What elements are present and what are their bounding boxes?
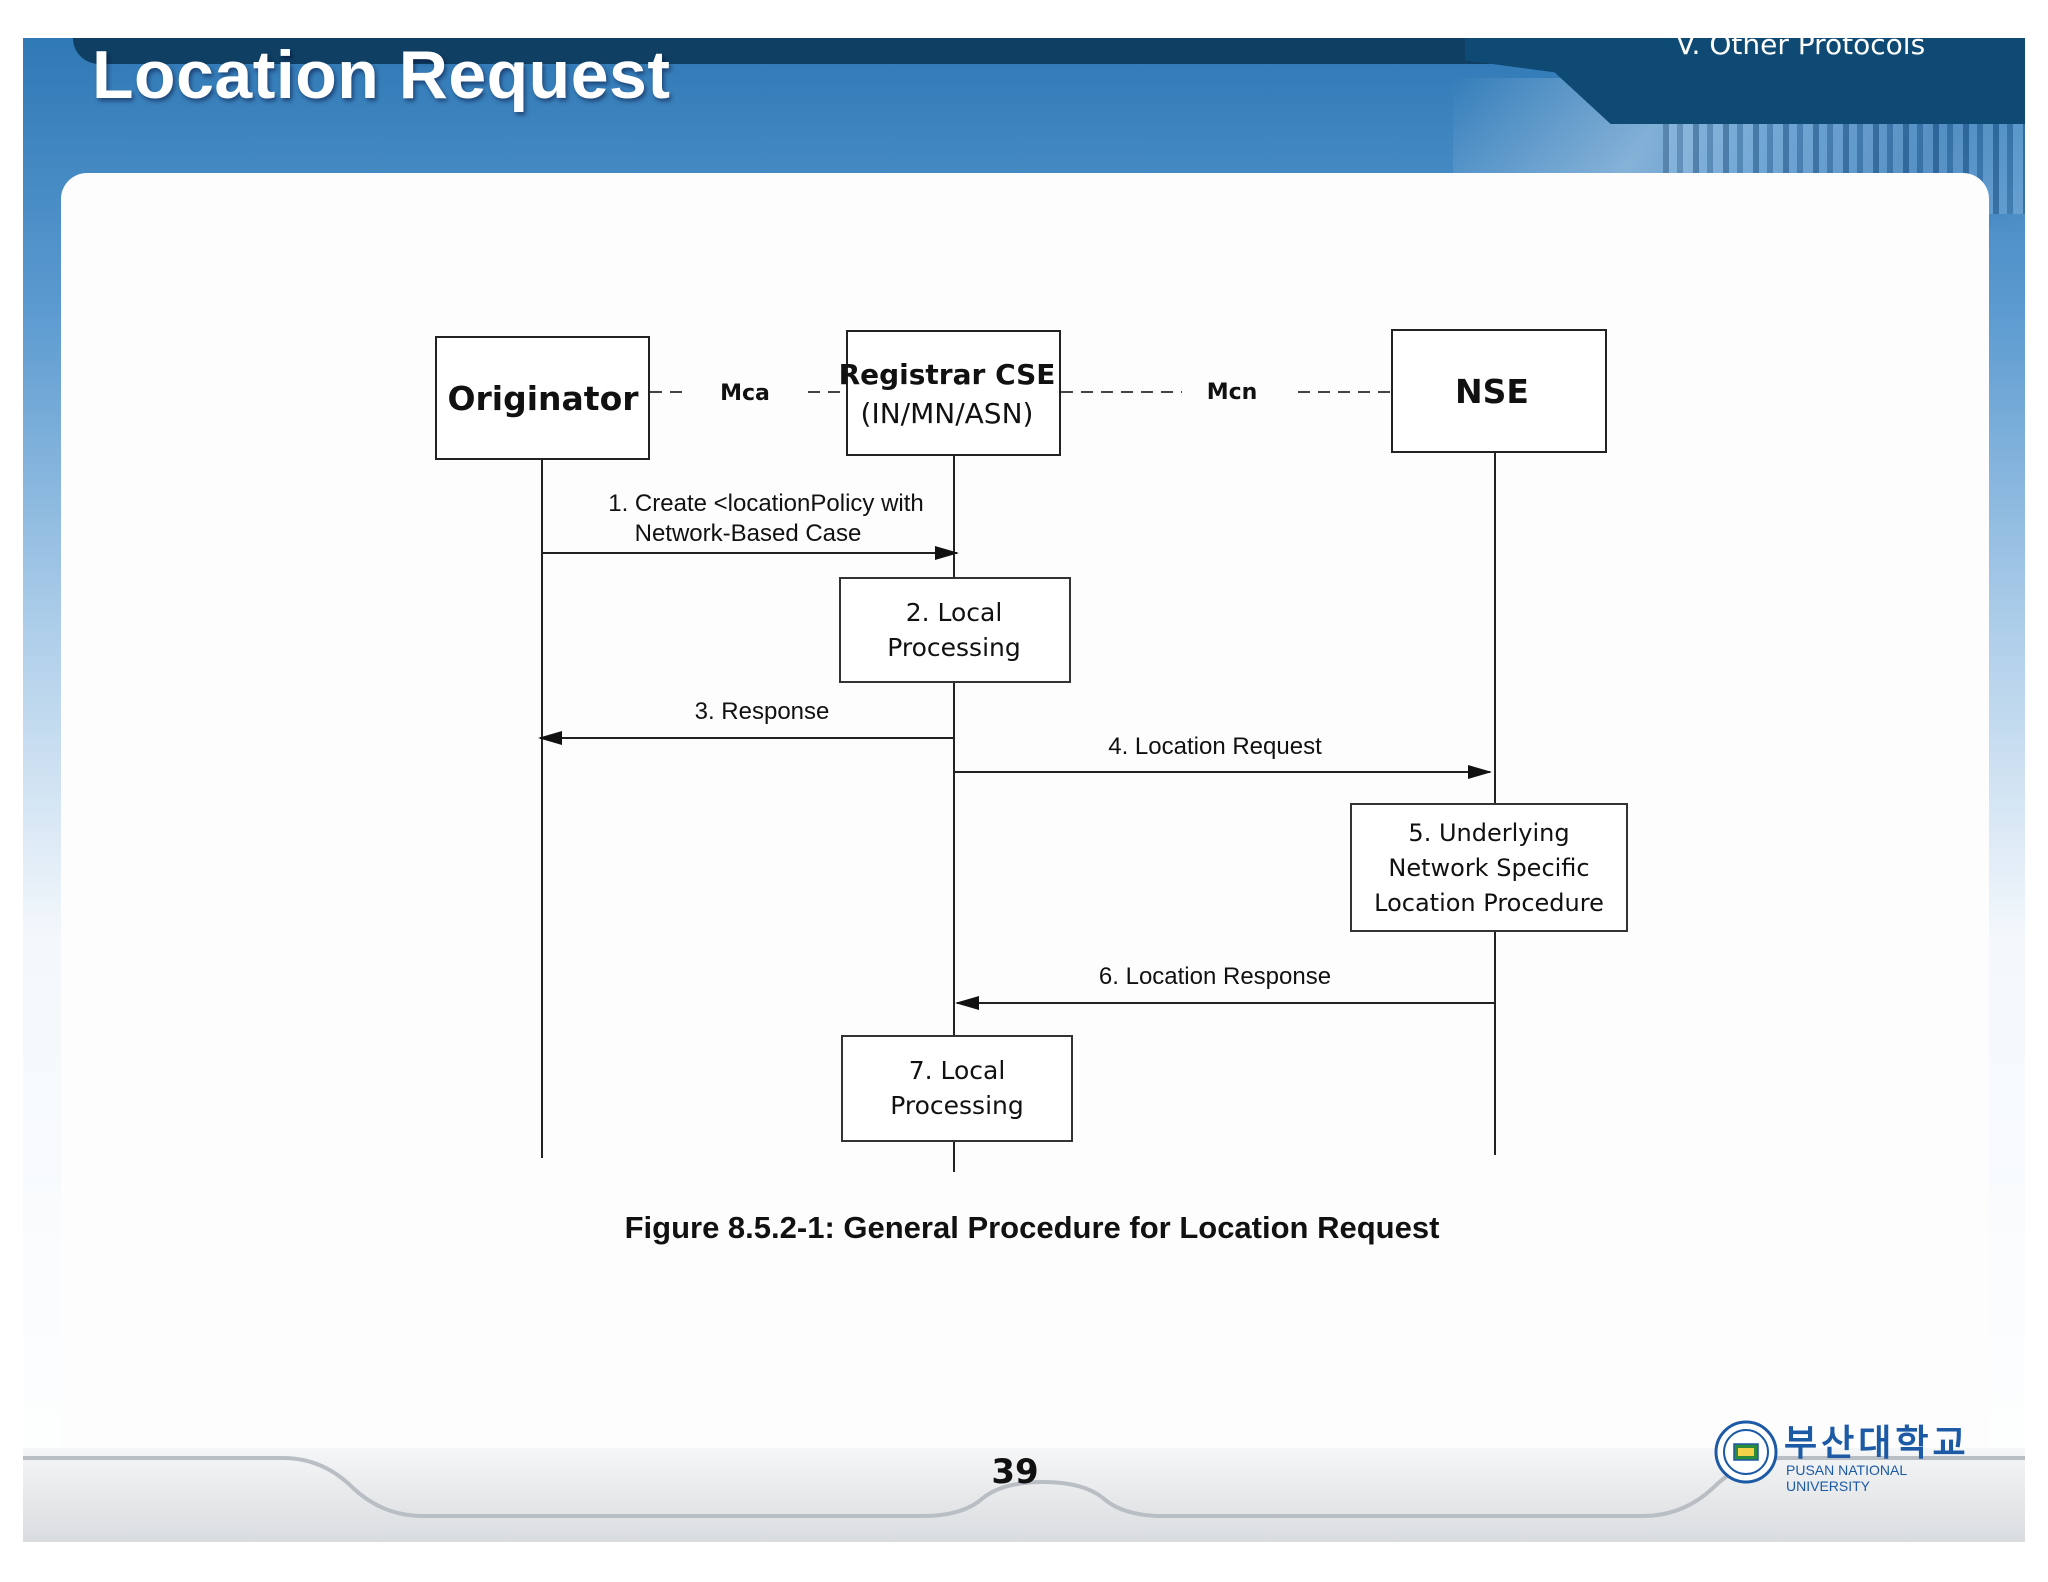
university-name-korean: 부산대학교: [1784, 1423, 1970, 1464]
university-logo: 부산대학교 PUSAN NATIONAL UNIVERSITY: [1710, 1414, 1990, 1494]
registrar-cse-type-label: (IN/MN/ASN): [861, 397, 1034, 430]
step5-label-line1: 5. Underlying: [1408, 819, 1569, 847]
step5-label-line3: Location Procedure: [1374, 889, 1604, 917]
step2-label-line2: Processing: [887, 633, 1021, 662]
mcn-label: Mcn: [1207, 380, 1258, 405]
step7-processing-box: [841, 1035, 1073, 1142]
step7-label-line1: 7. Local: [909, 1056, 1006, 1085]
slide-title: Location Request: [92, 37, 671, 113]
mca-label: Mca: [720, 381, 770, 406]
originator-box: [435, 336, 650, 460]
step2-processing-box: [839, 577, 1071, 683]
originator-label: Originator: [447, 379, 639, 418]
step5-label-line2: Network Specific: [1388, 854, 1589, 882]
university-name-english: PUSAN NATIONAL UNIVERSITY: [1786, 1462, 1907, 1494]
registrar-cse-label: Registrar CSE: [839, 358, 1056, 391]
nse-label: NSE: [1455, 372, 1529, 411]
step1-label-line1: 1. Create <locationPolicy with: [608, 490, 924, 517]
step6-label: 6. Location Response: [1099, 963, 1331, 990]
university-seal-icon: [1714, 1420, 1778, 1484]
step3-label: 3. Response: [695, 698, 830, 725]
step2-label-line1: 2. Local: [906, 598, 1003, 627]
step4-label: 4. Location Request: [1108, 733, 1322, 760]
page-number: 39: [991, 1452, 1039, 1492]
footer-wave: [23, 1456, 2025, 1518]
step5-procedure-box: [1350, 803, 1628, 932]
nse-box: [1391, 329, 1607, 453]
step7-label-line2: Processing: [890, 1091, 1024, 1120]
footer-bar: [23, 1448, 2025, 1542]
section-label: V. Other Protocols: [1676, 28, 1926, 61]
step1-label-line2: Network-Based Case: [635, 520, 862, 547]
figure-caption: Figure 8.5.2-1: General Procedure for Lo…: [625, 1210, 1440, 1245]
registrar-cse-box: [846, 330, 1061, 456]
